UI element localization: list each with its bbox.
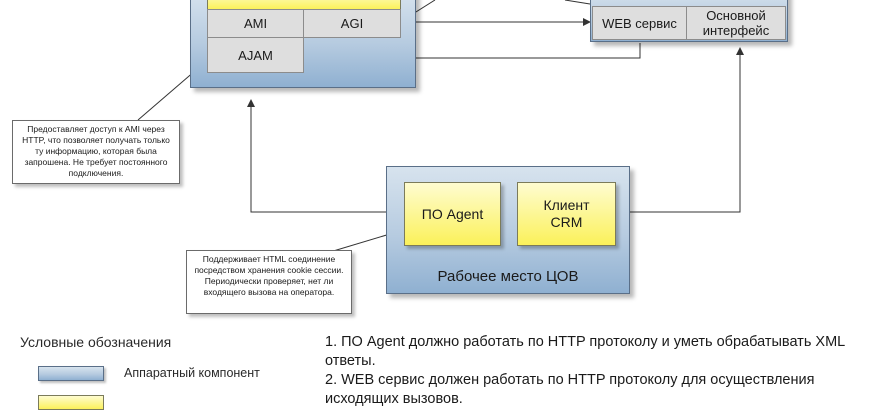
web-service-cell: WEB сервис (592, 6, 687, 40)
ajam-note: Предоставляет доступ к AMI через HTTP, ч… (12, 120, 180, 184)
agent-box: ПО Agent (404, 182, 501, 246)
web-service-label: WEB сервис (602, 15, 677, 31)
agent-label: ПО Agent (421, 206, 484, 222)
ajam-cell: AJAM (207, 37, 304, 73)
agi-label: AGI (340, 16, 364, 31)
legend-title: Условные обозначения (20, 334, 172, 350)
main-interface-cell: Основной интерфейс (686, 6, 786, 40)
crm-box: Клиент CRM (517, 182, 616, 246)
workstation-title-text: Рабочее место ЦОВ (437, 267, 579, 285)
legend-hardware-swatch (38, 366, 104, 381)
ajam-note-text: Предоставляет доступ к AMI через HTTP, ч… (22, 124, 170, 178)
ajam-label: AJAM (238, 47, 273, 63)
ami-label: AMI (243, 16, 268, 31)
crm-to-interface-arrow (616, 47, 744, 213)
legend-software-swatch (38, 395, 104, 410)
agi-cell: AGI (303, 9, 401, 38)
agent-note: Поддерживает HTML соединение посредством… (186, 250, 352, 314)
ami-cell: AMI (207, 9, 304, 38)
requirement-2: 2. WEB сервис должен работать по HTTP пр… (325, 372, 815, 407)
legend-hardware-label: Аппаратный компонент (124, 366, 260, 380)
workstation-title: Рабочее место ЦОВ (386, 262, 630, 290)
crm-label: Клиент CRM (543, 197, 590, 230)
agent-note-text: Поддерживает HTML соединение посредством… (194, 254, 344, 297)
top-right-line (564, 0, 591, 5)
requirement-1: 1. ПО Agent должно работать по HTTP прот… (325, 334, 845, 369)
main-interface-label: Основной интерфейс (702, 8, 770, 38)
requirements-list: 1. ПО Agent должно работать по HTTP прот… (325, 333, 870, 409)
agent-to-ajam-arrow (247, 99, 404, 213)
